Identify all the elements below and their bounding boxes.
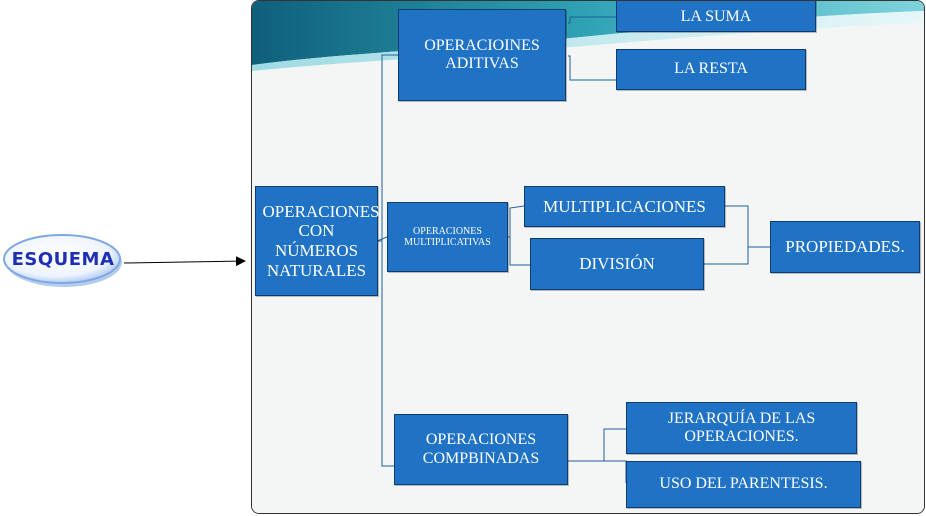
node-propiedades-label: PROPIEDADES.: [785, 237, 905, 257]
concept-map-slide: OPERACIONES CON NÚMEROS NATURALES OPERAC…: [251, 0, 925, 514]
node-parentesis[interactable]: USO DEL PARENTESIS.: [626, 461, 861, 508]
node-combinadas-label: OPERACIONES COMPBINADAS: [422, 431, 540, 467]
node-jerarquia[interactable]: JERARQUÍA DE LAS OPERACIONES.: [626, 402, 857, 454]
node-parentesis-label: USO DEL PARENTESIS.: [659, 475, 828, 493]
node-suma[interactable]: LA SUMA: [616, 1, 816, 32]
node-multiplicaciones[interactable]: MULTIPLICACIONES: [524, 186, 725, 227]
esquema-bubble[interactable]: [2, 233, 124, 289]
node-multiplicativas[interactable]: OPERACIONES MULTIPLICATIVAS: [387, 202, 508, 272]
node-root[interactable]: OPERACIONES CON NÚMEROS NATURALES: [255, 186, 380, 296]
node-jerarquia-label: JERARQUÍA DE LAS OPERACIONES.: [667, 409, 816, 445]
node-aditivas-label: OPERACIOINES ADITIVAS: [424, 36, 540, 72]
node-aditivas[interactable]: OPERACIOINES ADITIVAS: [398, 9, 566, 101]
node-resta-label: LA RESTA: [674, 60, 748, 78]
node-multiplicaciones-label: MULTIPLICACIONES: [543, 196, 706, 216]
node-division-label: DIVISIÓN: [579, 254, 655, 274]
node-combinadas[interactable]: OPERACIONES COMPBINADAS: [394, 414, 568, 485]
node-multiplicativas-label: OPERACIONES MULTIPLICATIVAS: [404, 225, 491, 249]
node-resta[interactable]: LA RESTA: [616, 49, 806, 90]
node-division[interactable]: DIVISIÓN: [530, 238, 704, 290]
node-root-label: OPERACIONES CON NÚMEROS NATURALES: [262, 201, 380, 280]
connector-lines: [376, 16, 770, 483]
node-suma-label: LA SUMA: [680, 7, 752, 25]
node-propiedades[interactable]: PROPIEDADES.: [770, 221, 920, 273]
